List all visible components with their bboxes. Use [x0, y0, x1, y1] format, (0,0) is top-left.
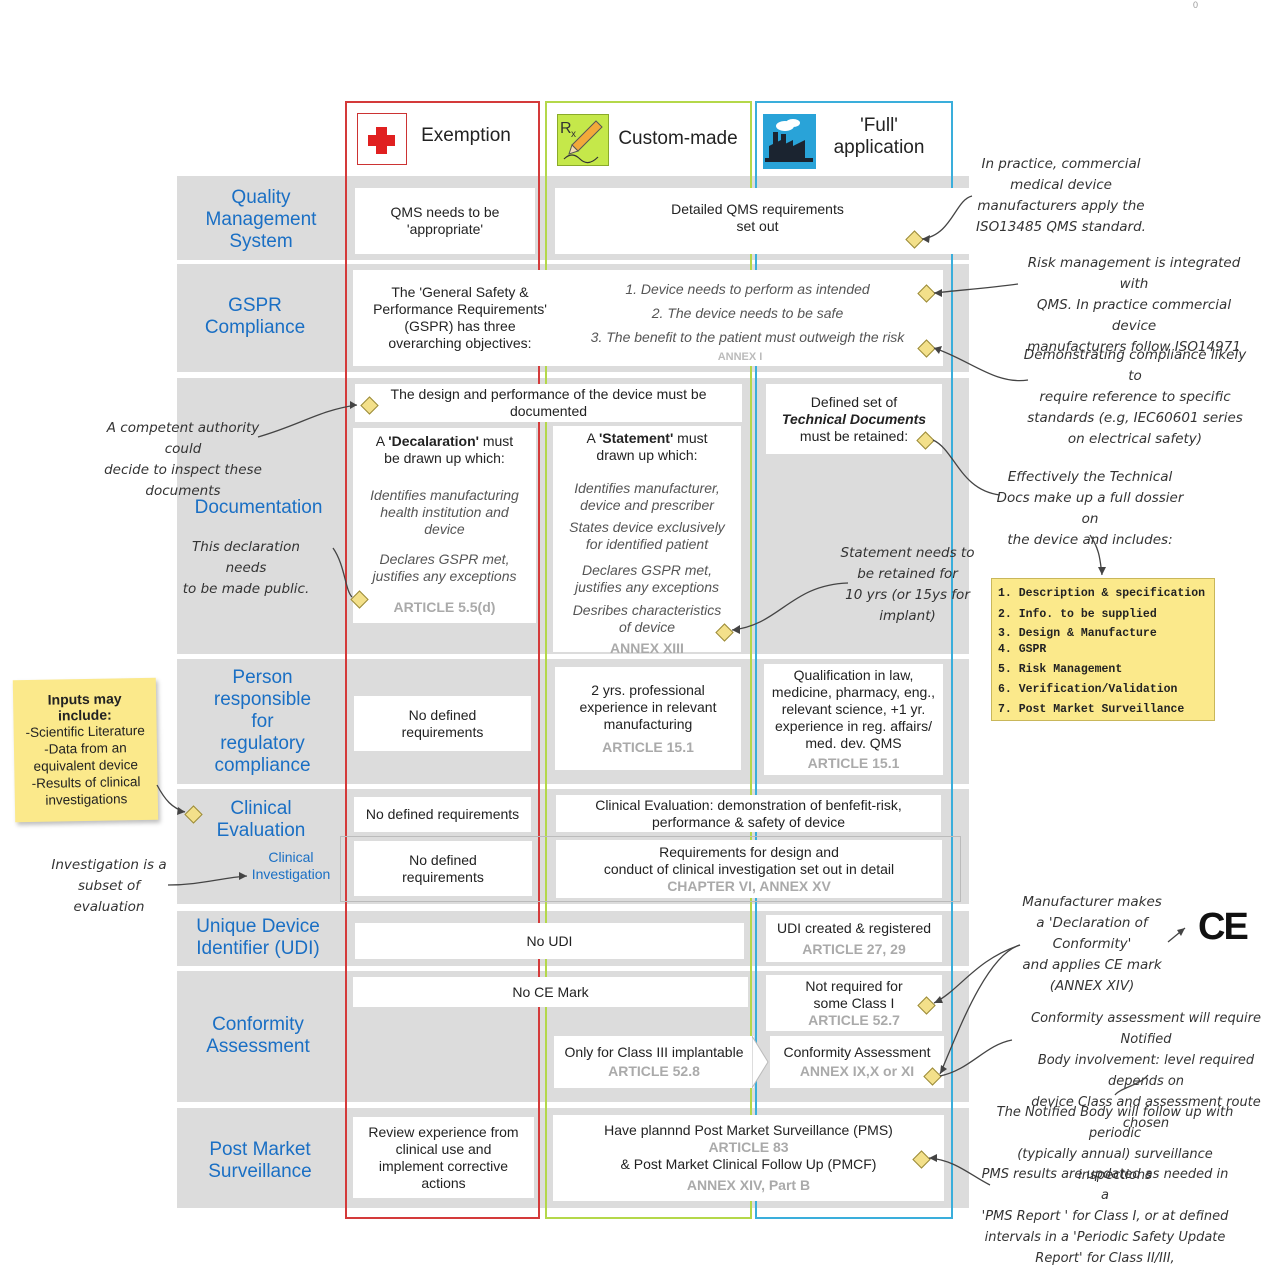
- connector-authority: [257, 404, 358, 438]
- note-qms: In practice, commercial medical device m…: [976, 156, 1146, 235]
- row-label-udi: Unique Device Identifier (UDI): [196, 916, 320, 959]
- corner-mark: 0: [1193, 0, 1199, 10]
- gspr-objectives: 1. Device needs to perform as intended 2…: [570, 277, 925, 349]
- no-ce-box: No CE Mark: [353, 977, 748, 1007]
- row-label-documentation: Documentation: [194, 497, 323, 518]
- tech-docs-item: 3. Design & Manufacture: [998, 627, 1157, 640]
- column-exemption-border: [345, 101, 540, 1219]
- row-label-person: Person responsible for regulatory compli…: [213, 667, 312, 776]
- gspr-box: [353, 270, 943, 366]
- clinical-inv-exemption-box: No defined requirements: [354, 841, 532, 896]
- column-full-border: [755, 101, 953, 1219]
- connector-declaration-2: [939, 944, 1021, 1075]
- connector-qms: [921, 195, 973, 240]
- connector-inputs: [156, 784, 186, 813]
- note-authority: A competent authority could decide to in…: [104, 420, 262, 499]
- udi-full-box: UDI created & registered ARTICLE 27, 29: [766, 915, 942, 962]
- connector-statement: [731, 582, 849, 631]
- clinical-investigation-frame: [340, 836, 961, 902]
- tech-docs-item: 4. GSPR: [998, 643, 1047, 656]
- connector-notified-body: [939, 1039, 1013, 1077]
- svg-text:x: x: [571, 129, 576, 140]
- clinical-eval-exemption-box: No defined requirements: [354, 797, 531, 832]
- ce-mark: CE: [1198, 906, 1249, 948]
- connector-risk: [933, 283, 1019, 294]
- connector-pms-report: [928, 1157, 991, 1186]
- statement-ref: ANNEX XIII: [610, 640, 684, 656]
- gspr-exemption-text: The 'General Safety & Performance Requir…: [373, 284, 547, 351]
- tech-docs-item: 7. Post Market Surveillance: [998, 703, 1185, 716]
- statement-item: Identifies manufacturer, device and pres…: [574, 480, 720, 513]
- tech-docs-item: 5. Risk Management: [998, 663, 1123, 676]
- statement-item: States device exclusively for identified…: [569, 519, 725, 552]
- declaration-item: Identifies manufacturing health institut…: [370, 487, 519, 537]
- documentation-shared-box: The design and performance of the device…: [355, 384, 742, 422]
- gspr-ref: ANNEX I: [717, 351, 763, 363]
- documentation-full-box: Defined set of Technical Documents must …: [766, 384, 942, 454]
- note-notified-body: Conformity assessment will require Notif…: [1031, 1011, 1261, 1131]
- row-label-conformity: Conformity Assessment: [206, 1014, 310, 1057]
- qms-shared-box: Detailed QMS requirements set out: [555, 188, 970, 254]
- column-header-full: 'Full' application: [833, 115, 925, 158]
- note-standards: Demonstrating compliance likely to requi…: [1023, 347, 1247, 447]
- note-surveillance: The Notified Body will follow up with pe…: [996, 1105, 1234, 1183]
- connector-investigation: [167, 875, 248, 886]
- statement-item: Declares GSPR met, justifies any excepti…: [575, 562, 719, 595]
- connector-declaration-public: [332, 547, 353, 598]
- tech-docs-item: 1. Description & specification: [998, 587, 1206, 600]
- row-label-clinical: Clinical Evaluation: [216, 798, 306, 841]
- svg-text:R: R: [560, 120, 572, 137]
- assessment-box: Conformity Assessment ANNEX IX,X or XI: [770, 1036, 944, 1088]
- person-custom-box: 2 yrs. professional experience in releva…: [555, 667, 741, 770]
- note-risk: Risk management is integrated with QMS. …: [1027, 255, 1241, 355]
- tech-docs-list: 1. Description & specification 2. Info. …: [998, 585, 1208, 719]
- row-label-qms: Quality Management System: [205, 187, 317, 252]
- factory-icon: [763, 114, 816, 169]
- column-custom-border: [545, 101, 752, 1219]
- gspr-objective: 1. Device needs to perform as intended: [625, 281, 870, 297]
- gspr-objective: 3. The benefit to the patient must outwe…: [590, 329, 905, 345]
- declaration-ref: ARTICLE 5.5(d): [393, 599, 496, 615]
- connector-surveillance: [1114, 1074, 1149, 1096]
- udi-none-box: No UDI: [355, 923, 744, 959]
- column-header-custom: Custom-made: [618, 128, 738, 149]
- pms-shared-box: Have plannnd Post Market Surveillance (P…: [553, 1115, 944, 1201]
- row-label-gspr: GSPR Compliance: [204, 295, 306, 338]
- note-statement: Statement needs to be retained for 10 yr…: [840, 545, 975, 624]
- column-header-exemption: Exemption: [421, 125, 511, 146]
- connector-declaration-1: [933, 944, 1021, 1004]
- note-tech-docs: Effectively the Technical Docs make up a…: [996, 469, 1184, 548]
- person-exemption-box: No defined requirements: [354, 696, 531, 751]
- clinical-eval-shared-box: Clinical Evaluation: demonstration of be…: [556, 795, 941, 832]
- pms-exemption-box: Review experience from clinical use and …: [353, 1117, 534, 1198]
- prescription-pencil-icon: R x: [557, 114, 609, 166]
- tech-docs-item: 6. Verification/Validation: [998, 682, 1178, 696]
- connector-standards: [933, 347, 1029, 382]
- statement-item: Desribes characteristics of device: [572, 602, 722, 635]
- class3-box: Only for Class III implantable ARTICLE 5…: [554, 1036, 754, 1088]
- note-declaration-public: This declaration needs to be made public…: [182, 539, 310, 597]
- gspr-objective: 2. The device needs to be safe: [651, 305, 844, 321]
- tech-docs-list-note: 1. Description & specification 2. Info. …: [991, 578, 1215, 721]
- person-full-box: Qualification in law, medicine, pharmacy…: [764, 664, 943, 775]
- tech-docs-item: 2. Info. to be supplied: [998, 607, 1157, 621]
- documentation-exemption-box: A 'Decalaration' must be drawn up which:…: [353, 428, 536, 623]
- row-sublabel-clinical-investigation: Clinical Investigation: [251, 849, 331, 882]
- clinical-inv-shared-box: Requirements for design and conduct of c…: [556, 840, 942, 898]
- connector-tech-docs: [932, 439, 1001, 496]
- arrow-chevron-icon: [752, 1036, 769, 1088]
- declaration-item: Declares GSPR met, justifies any excepti…: [372, 551, 517, 584]
- qms-exemption-box: QMS needs to be 'appropriate': [355, 188, 535, 254]
- note-investigation: Investigation is a subset of evaluation: [51, 857, 167, 915]
- not-required-box: Not required for some Class I ARTICLE 52…: [766, 975, 942, 1031]
- note-declaration-conformity: Manufacturer makes a 'Declaration of Con…: [1022, 894, 1162, 994]
- first-aid-icon: [357, 113, 407, 165]
- documentation-custom-box: A 'Statement' must drawn up which: Ident…: [553, 426, 741, 656]
- row-label-pms: Post Market Surveillance: [208, 1139, 312, 1182]
